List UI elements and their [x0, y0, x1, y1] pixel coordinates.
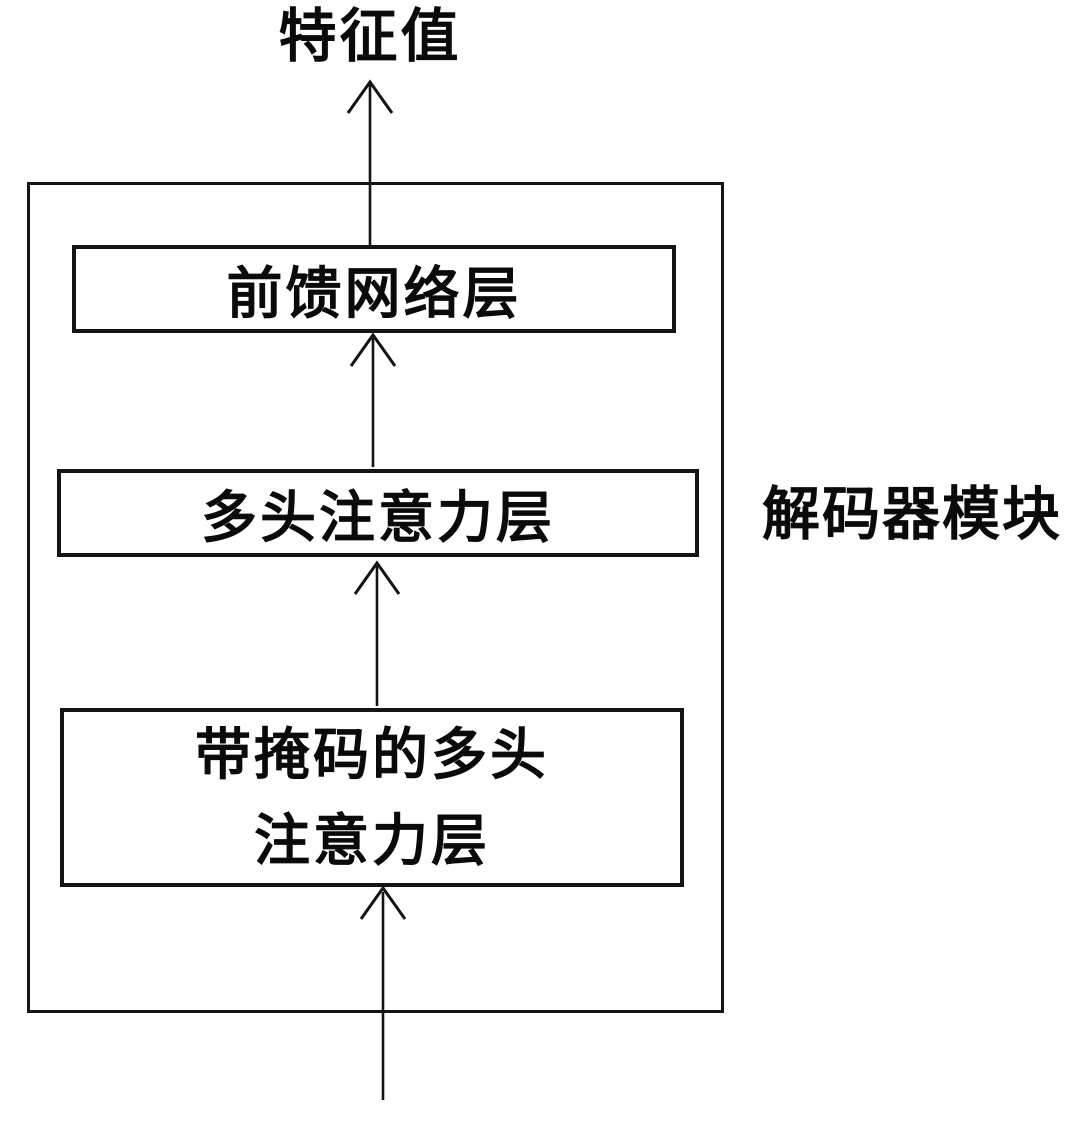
masked-multi-head-attention-layer-box: 带掩码的多头 注意力层 [60, 708, 684, 887]
multi-head-attention-layer-label: 多头注意力层 [201, 485, 555, 549]
decoder-module-box [27, 182, 724, 1013]
feed-forward-layer-box: 前馈网络层 [72, 245, 676, 333]
masked-attention-label-line-1: 带掩码的多头 [195, 722, 549, 786]
output-value-label: 特征值 [278, 4, 462, 69]
decoder-module-label: 解码器模块 [762, 482, 1063, 547]
feed-forward-layer-label: 前馈网络层 [226, 261, 522, 325]
masked-attention-label-line-2: 注意力层 [254, 808, 490, 872]
multi-head-attention-layer-box: 多头注意力层 [57, 469, 699, 557]
